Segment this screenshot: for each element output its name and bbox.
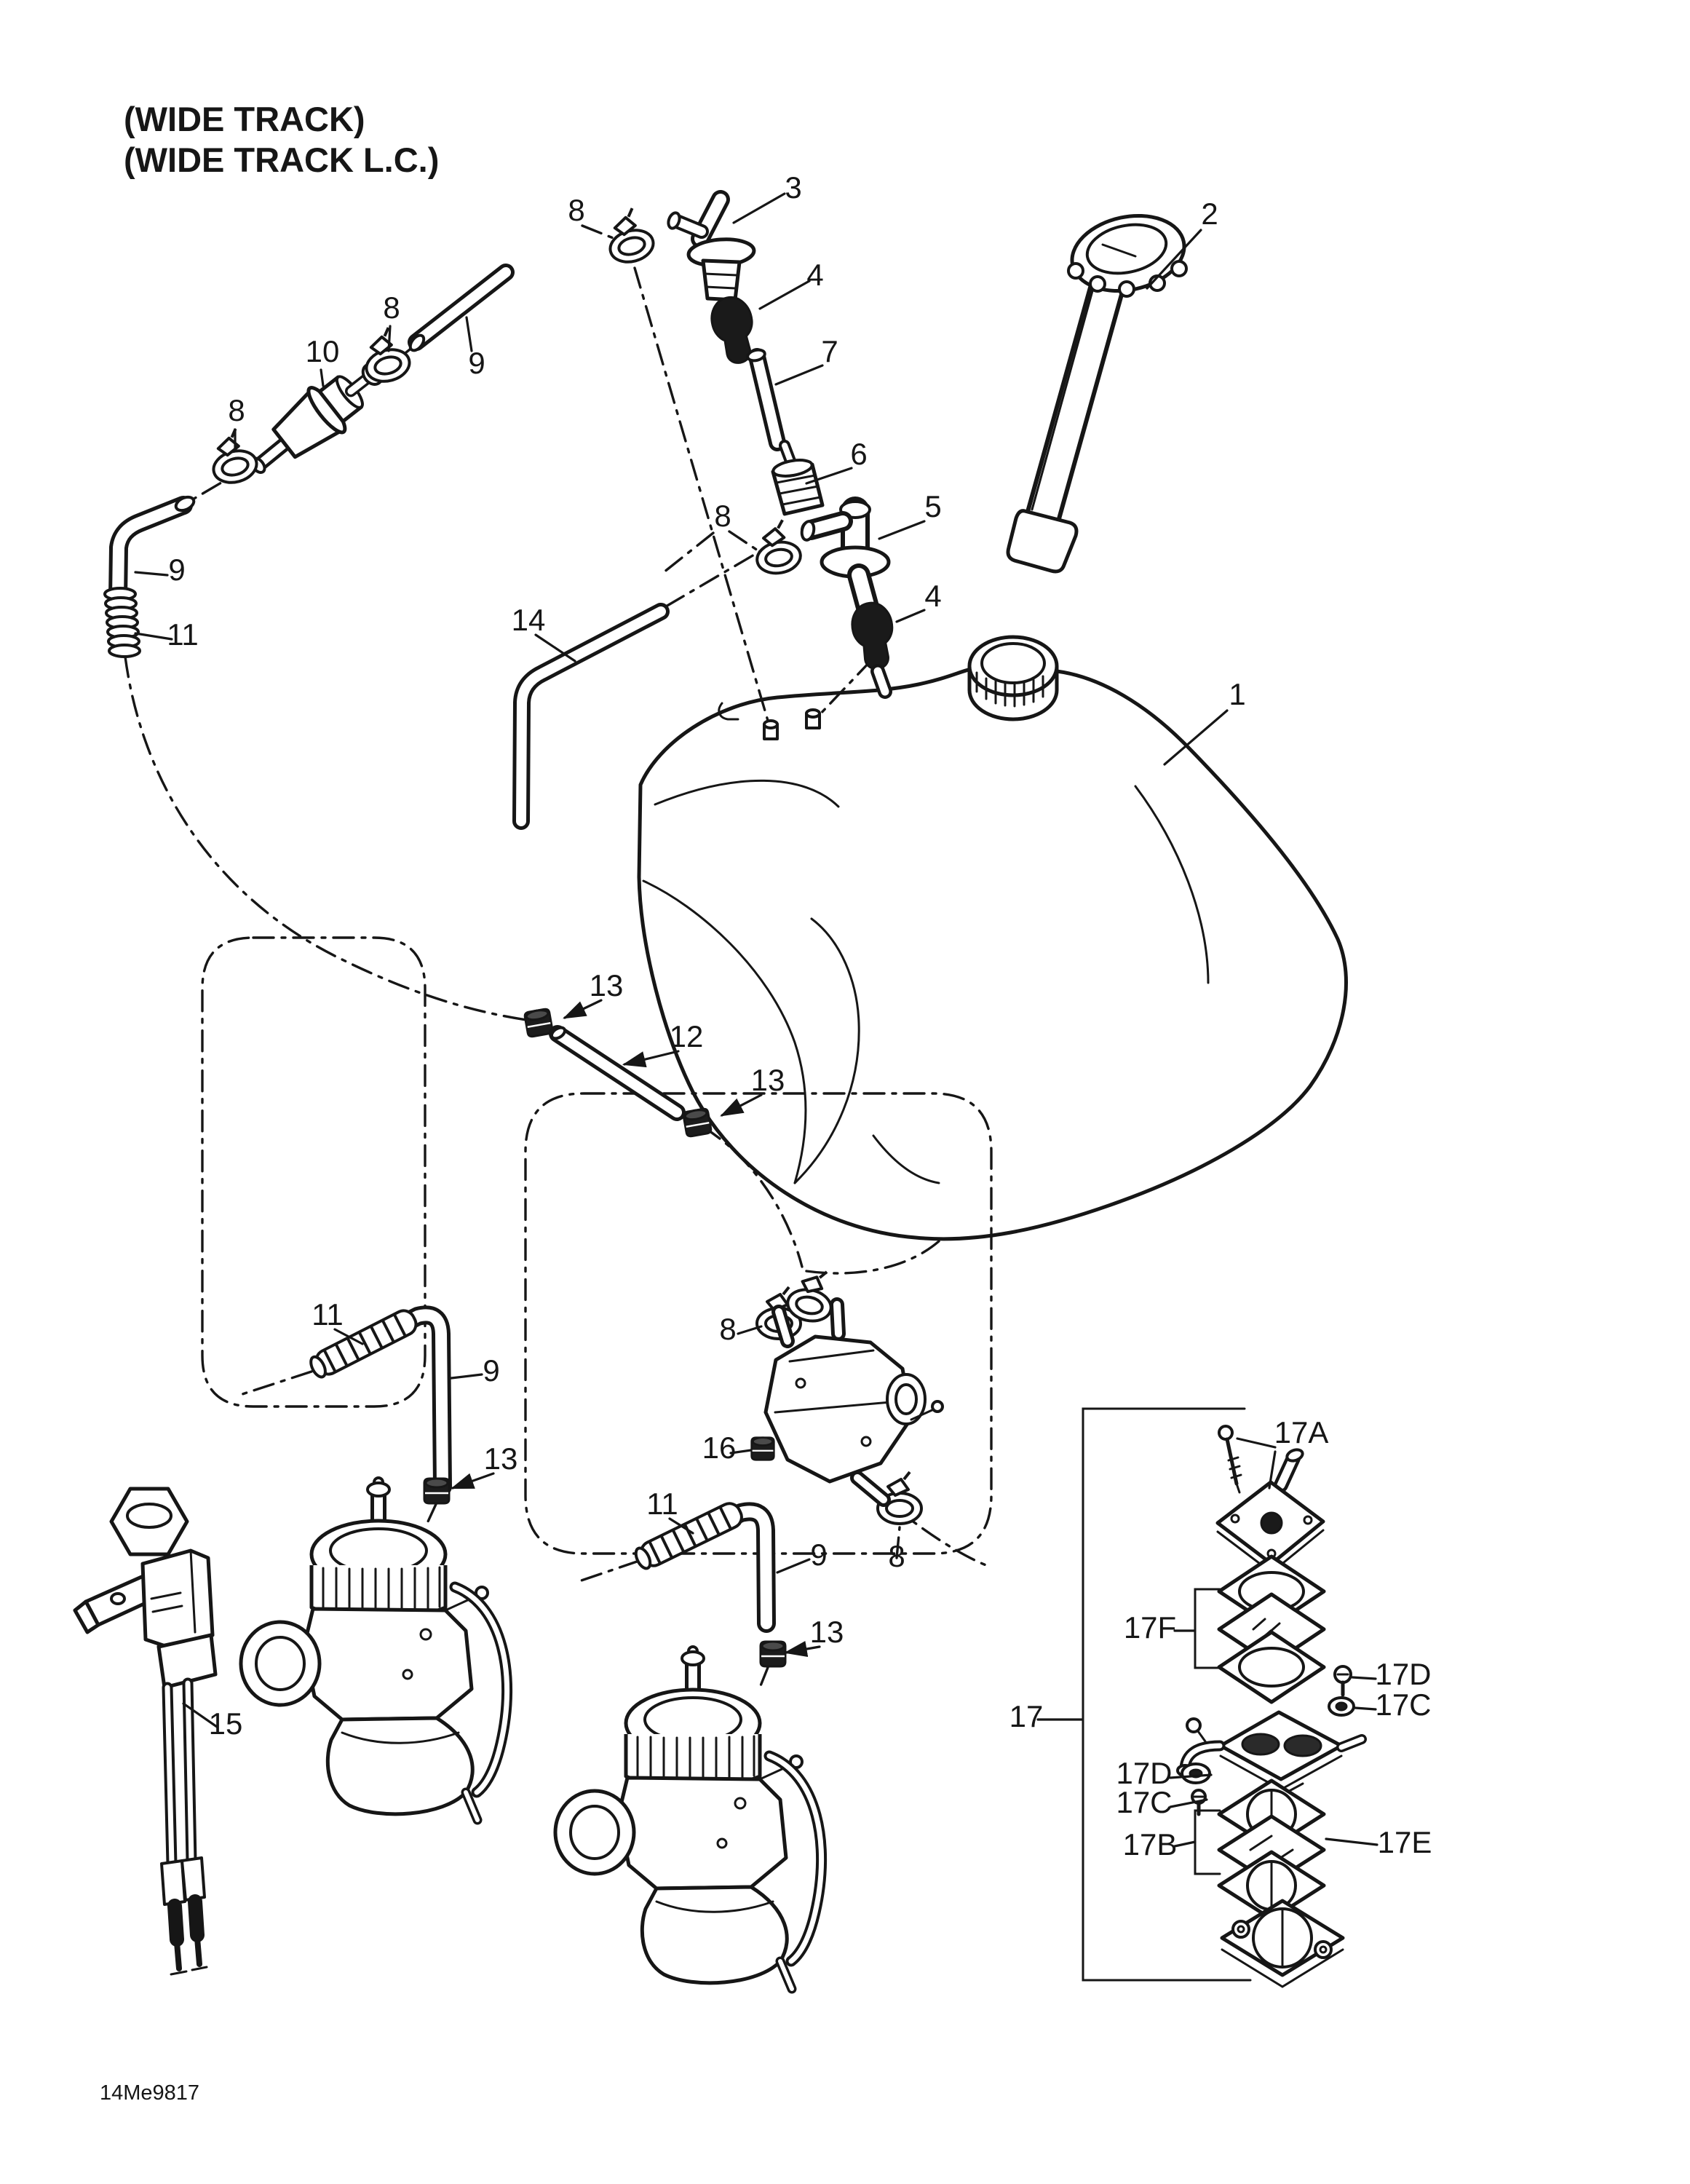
- callout-9-d: 9: [810, 1538, 827, 1572]
- callout-8-d: 8: [714, 499, 731, 533]
- diagram-title-line2: (WIDE TRACK L.C.): [124, 141, 439, 179]
- callout-17C-lower: 17C: [1116, 1785, 1172, 1819]
- fuel-gauge: [1006, 213, 1188, 574]
- phantom-box-right: [524, 1092, 993, 1555]
- fuel-hose-9-left-elbow: [108, 495, 196, 608]
- clamp-8-c: [203, 424, 262, 489]
- fitting-elbow-5: [800, 496, 891, 619]
- callout-11-c: 11: [646, 1487, 678, 1521]
- callout-8-c: 8: [228, 393, 245, 427]
- callout-5: 5: [924, 489, 941, 523]
- callout-9-b: 9: [168, 553, 185, 587]
- callout-13-b: 13: [751, 1063, 785, 1097]
- callouts: (WIDE TRACK) (WIDE TRACK L.C.) 3 8 2 4 8…: [100, 100, 1432, 2105]
- grommet-4-lower: [848, 599, 899, 673]
- callout-4-a: 4: [806, 258, 823, 292]
- kit-washer-17D-lower: [1181, 1762, 1211, 1784]
- callout-2: 2: [1201, 197, 1218, 231]
- callout-3: 3: [785, 170, 801, 205]
- phantom-box-left: [201, 936, 427, 1408]
- callout-9-c: 9: [483, 1353, 499, 1388]
- callout-17A: 17A: [1274, 1415, 1329, 1449]
- callout-1: 1: [1229, 677, 1245, 711]
- callout-17C-upper: 17C: [1375, 1688, 1431, 1722]
- fuel-tank: [637, 635, 1348, 1241]
- callout-17F: 17F: [1124, 1610, 1176, 1645]
- kit-washer-17C-upper: [1328, 1696, 1355, 1717]
- nut-13-a: [523, 1007, 555, 1039]
- vent-hose-14: [512, 603, 670, 830]
- tank-inlet-stub: [870, 664, 892, 699]
- callout-13-d: 13: [810, 1615, 844, 1649]
- knurl-right: [636, 1735, 755, 1790]
- nut-16: [750, 1436, 775, 1461]
- callout-8-a: 8: [568, 193, 584, 227]
- hose-9-carb-right: [632, 1500, 787, 1668]
- gauge-float: [1006, 509, 1079, 574]
- primer-pump-15: [73, 1487, 218, 1976]
- gauge-head: [1067, 213, 1188, 298]
- kit-screw-17A: [1218, 1425, 1242, 1494]
- fuel-pump-16: [750, 1297, 944, 1507]
- kit-bracket: [1082, 1407, 1252, 1982]
- callout-17E: 17E: [1378, 1825, 1432, 1859]
- check-valve-6: [771, 440, 825, 516]
- callout-15: 15: [209, 1706, 243, 1741]
- carburetor-left: [239, 1476, 513, 1825]
- callout-8-b: 8: [383, 290, 400, 325]
- clamp-8-d: [749, 516, 805, 578]
- kit-pump-cover: [1215, 1448, 1325, 1574]
- callout-8-f: 8: [888, 1539, 905, 1573]
- callout-4-b: 4: [924, 579, 941, 613]
- hose-9-carb-left: [306, 1305, 452, 1505]
- callout-10: 10: [306, 334, 340, 368]
- callout-17D-lower: 17D: [1116, 1756, 1172, 1790]
- repair-kit-17: [1082, 1407, 1367, 1988]
- callout-14: 14: [512, 603, 546, 637]
- tank-nipples: [718, 702, 821, 740]
- callout-9-a: 9: [468, 346, 485, 380]
- kit-stack-17F: [1194, 1554, 1326, 1704]
- fitting-elbow-3: [667, 190, 756, 302]
- fuel-hose-9-top: [408, 264, 515, 352]
- callout-12: 12: [670, 1019, 704, 1053]
- callout-16: 16: [702, 1431, 737, 1465]
- callout-13-c: 13: [484, 1441, 518, 1476]
- callout-17D-upper: 17D: [1375, 1657, 1431, 1691]
- diagram-title-line1: (WIDE TRACK): [124, 100, 365, 138]
- carburetor-right: [553, 1645, 828, 1994]
- fuel-cap: [967, 635, 1059, 721]
- callout-7: 7: [821, 334, 838, 368]
- callout-17B: 17B: [1123, 1827, 1178, 1861]
- nut-13-b: [681, 1107, 713, 1139]
- nut-13-d: [759, 1640, 787, 1668]
- spring-sleeve-11-left: [103, 587, 141, 658]
- drawing-code: 14Me9817: [100, 2081, 199, 2105]
- hose-7: [746, 348, 786, 451]
- callout-13-a: 13: [590, 968, 624, 1002]
- kit-flange: [1220, 1899, 1345, 1988]
- leader-lines: [134, 192, 1378, 1848]
- callout-11-a: 11: [167, 617, 199, 652]
- callout-6: 6: [850, 437, 867, 471]
- kit-stack-17B: [1194, 1779, 1326, 1921]
- callout-11-b: 11: [312, 1297, 344, 1332]
- kit-screw-17D-upper: [1333, 1665, 1352, 1697]
- hose-12-assembly: [523, 1007, 713, 1139]
- phantom-routing-lines: [124, 266, 993, 1689]
- callout-17: 17: [1009, 1699, 1044, 1733]
- nut-13-c: [423, 1477, 451, 1505]
- callout-8-e: 8: [719, 1312, 736, 1346]
- knurl-left: [322, 1566, 441, 1621]
